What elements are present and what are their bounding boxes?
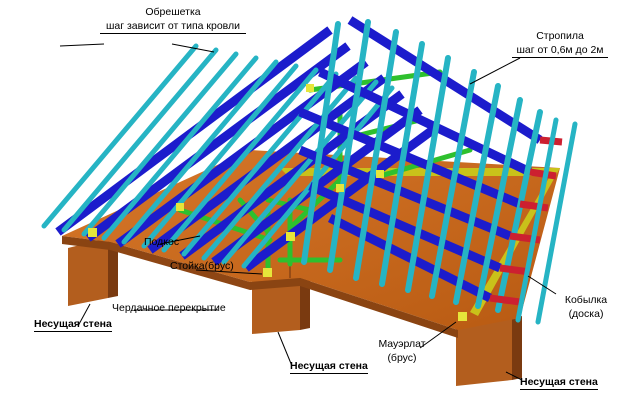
label-cherdachnoe: Чердачное перекрытие: [112, 302, 226, 314]
left-slope-battens: [41, 43, 395, 269]
bearing-wall-middle: [252, 276, 310, 334]
label-mauerlat-sub: (брус): [387, 352, 417, 364]
bearing-wall-right: [456, 316, 522, 386]
bearing-wall-left: [68, 238, 118, 306]
label-obreshetka-title: Обрешетка: [145, 6, 201, 18]
label-stropila-title: Стропила: [536, 30, 584, 42]
label-stropila-sub: шаг от 0,6м до 2м: [512, 44, 608, 58]
fascia-boards: [489, 117, 578, 325]
label-bearing-wall-middle: Несущая стена: [290, 360, 368, 374]
label-mauerlat-title: Мауэрлат: [378, 338, 426, 350]
label-stoyka: Стойка(брус): [170, 260, 234, 272]
label-kobylka-sub: (доска): [568, 308, 604, 320]
mauerlat-beam: [280, 168, 560, 316]
label-podkos: Подкос: [144, 236, 180, 248]
joint-markers: [88, 84, 467, 321]
label-obreshetka-sub: шаг зависит от типа кровли: [100, 20, 246, 34]
label-bearing-wall-right: Несущая стена: [520, 376, 598, 390]
right-slope-battens: [301, 19, 543, 313]
label-leader-lines: [59, 43, 557, 381]
label-bearing-wall-left: Несущая стена: [34, 318, 112, 332]
label-kobylka-title: Кобылка: [564, 294, 608, 306]
